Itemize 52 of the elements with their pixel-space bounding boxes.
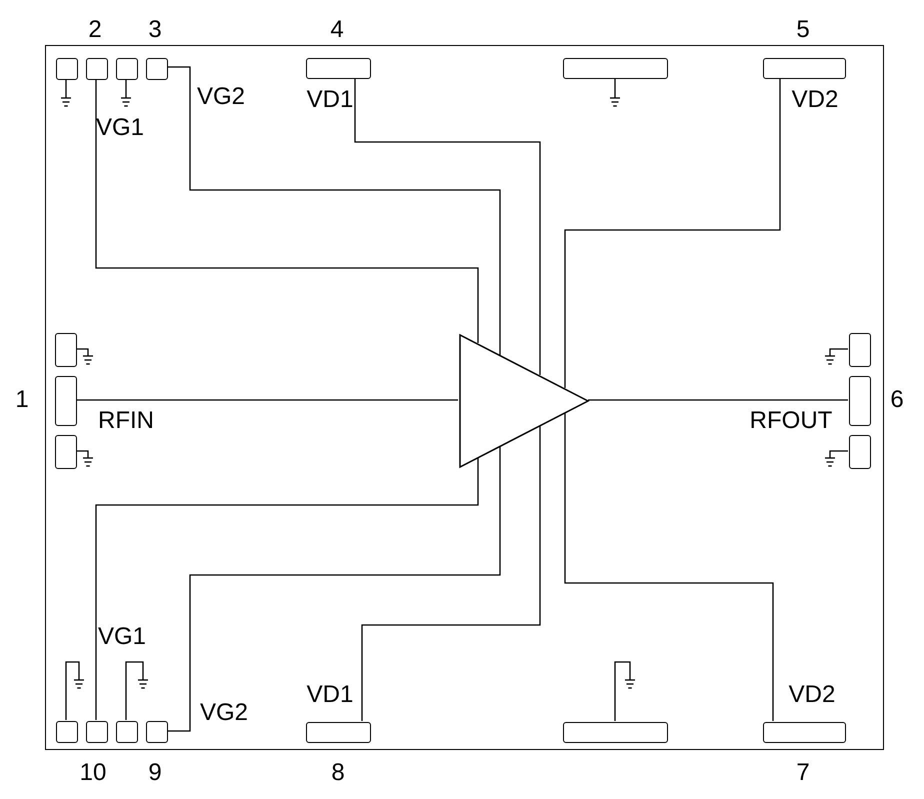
bond-pad (763, 722, 846, 743)
amplifier-symbol (459, 334, 589, 468)
pin-label: VG1 (96, 116, 144, 140)
chip-outline (45, 45, 884, 750)
bond-pad (849, 435, 871, 469)
bond-pad (563, 722, 668, 743)
bond-pad (55, 376, 77, 426)
pin-number: 8 (331, 761, 345, 785)
pin-number: 1 (15, 388, 29, 412)
bond-pad (55, 435, 77, 469)
pin-number: 3 (148, 18, 162, 42)
wire (588, 399, 848, 401)
wire (167, 445, 501, 732)
pin-label: RFIN (98, 409, 154, 433)
pin-number: 9 (148, 761, 162, 785)
wire (95, 79, 479, 343)
bond-pad (306, 58, 371, 79)
pin-label: VD2 (792, 88, 838, 112)
pin-number: 7 (796, 761, 810, 785)
pin-label: VG2 (196, 85, 246, 109)
wire (361, 425, 541, 721)
pin-label: VD2 (788, 683, 836, 707)
pin-label: VD1 (306, 683, 354, 707)
pin-number: 10 (80, 761, 106, 785)
pin-number: 6 (890, 388, 904, 412)
bond-pad (146, 58, 168, 80)
bond-pad (55, 333, 77, 367)
bond-pad (86, 721, 108, 743)
bond-pad (116, 58, 138, 80)
bond-pad (86, 58, 108, 80)
wire (95, 457, 479, 720)
pin-number: 5 (796, 18, 810, 42)
pin-label: VG2 (200, 701, 248, 725)
bond-pad (146, 721, 168, 743)
bond-pad (306, 722, 371, 743)
wire (564, 78, 781, 388)
wire (76, 399, 458, 401)
bond-pad (849, 376, 871, 426)
wire (564, 412, 774, 721)
bond-pad (116, 721, 138, 743)
pin-number: 4 (330, 18, 344, 42)
bond-pad (56, 58, 78, 80)
wire (167, 66, 501, 355)
bond-pad (849, 333, 871, 367)
pin-number: 2 (88, 18, 102, 42)
bond-pad (563, 58, 668, 79)
pin-label: RFOUT (750, 409, 832, 433)
pin-label: VG1 (98, 625, 146, 649)
wire (354, 78, 541, 375)
pin-label: VD1 (306, 88, 354, 112)
bond-pad (763, 58, 846, 79)
bond-pad (56, 721, 78, 743)
